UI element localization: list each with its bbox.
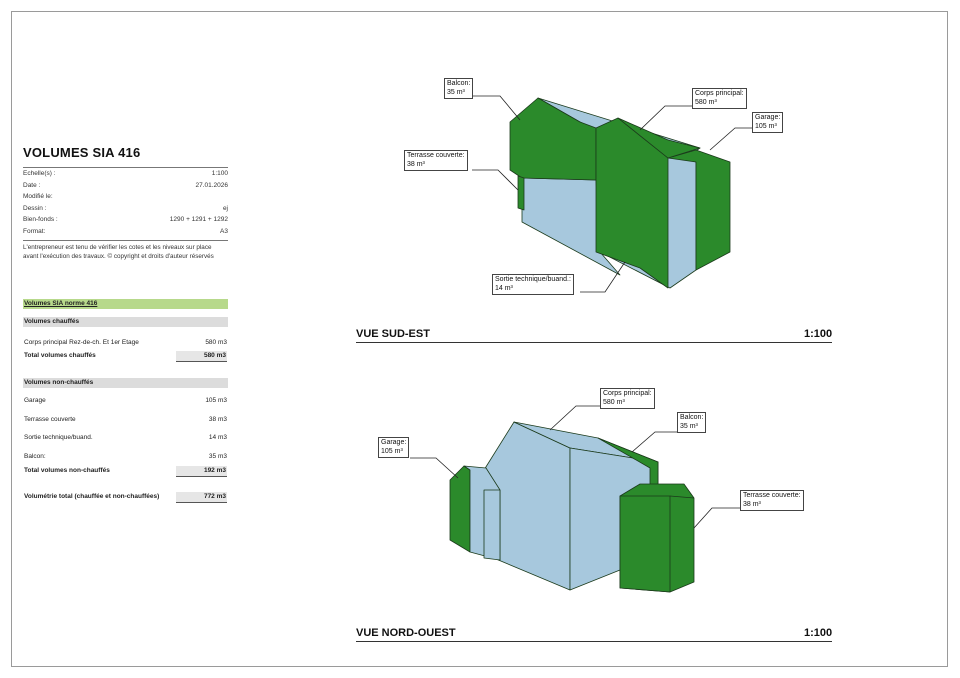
row-label: Total volumes chauffés [24, 352, 96, 360]
section-title: Volumes chauffés [24, 318, 80, 326]
meta-label: Echelle(s) : [23, 170, 56, 177]
callout-name: Sortie technique/buand.: [495, 276, 571, 283]
section-header-heated: Volumes chauffés [23, 317, 228, 328]
total-row-heated: Total volumes chauffés 580 m3 [23, 350, 228, 362]
garage-volume [449, 465, 471, 553]
callout-value: 35 m³ [680, 422, 698, 430]
callout-name: Balcon: [447, 80, 471, 87]
callout-garage: Garage:105 m³ [378, 437, 410, 458]
callout-name: Balcon: [680, 414, 704, 421]
callout-name: Corps principal: [603, 390, 652, 397]
meta-row: Bien-fonds : 1290 + 1291 + 1292 [23, 214, 228, 226]
callout-value: 38 m³ [743, 500, 761, 508]
callout-name: Garage: [755, 114, 781, 121]
view-scale-nord-ouest: 1:100 [804, 627, 833, 639]
disclaimer-text: L'entrepreneur est tenu de vérifier les … [23, 240, 228, 261]
view-underline [356, 641, 832, 642]
callout-terrasse: Terrasse couverte:38 m³ [740, 490, 804, 511]
table-row: Balcon: 35 m3 [23, 448, 228, 467]
terrasse-volume [517, 175, 525, 211]
section-title: Volumes non-chauffés [24, 379, 94, 387]
leader-lines [410, 95, 752, 529]
callout-value: 35 m³ [447, 88, 465, 96]
callout-value: 580 m³ [695, 98, 717, 106]
callout-corps-principal: Corps principal:580 m³ [692, 88, 747, 109]
title-block: Echelle(s) : 1:100 Date : 27.01.2026 Modif… [23, 167, 228, 238]
garage-front [483, 489, 501, 561]
callout-value: 105 m³ [755, 122, 777, 130]
drawing-sheet-border [11, 11, 948, 667]
callout-balcon: Balcon:35 m³ [444, 78, 474, 99]
section-header-unheated: Volumes non-chauffés [23, 378, 228, 389]
callout-value: 105 m³ [381, 447, 403, 455]
callout-sortie-technique: Sortie technique/buand.:14 m³ [492, 274, 574, 295]
table-row: Corps principal Rez-de-ch. Et 1er Etage 5… [23, 335, 228, 351]
row-label: Corps principal Rez-de-ch. Et 1er Etage [24, 339, 139, 347]
meta-row: Echelle(s) : 1:100 [23, 168, 228, 180]
callout-garage: Garage:105 m³ [752, 112, 784, 133]
row-label: Sortie technique/buand. [24, 434, 93, 442]
row-label: Terrasse couverte [24, 415, 76, 423]
meta-label: Bien-fonds : [23, 216, 58, 224]
view-underline [356, 342, 832, 343]
garage-volume [667, 149, 731, 271]
meta-label: Dessin : [23, 204, 47, 212]
callout-corps-principal: Corps principal:580 m³ [600, 388, 655, 409]
callout-balcon: Balcon:35 m³ [677, 412, 707, 433]
callout-value: 14 m³ [495, 284, 513, 292]
meta-label: Format: [23, 227, 46, 235]
callout-name: Garage: [381, 439, 407, 446]
volumes-table-header: Volumes SIA norme 416 [23, 299, 228, 309]
total-row-unheated: Total volumes non-chauffés 192 m3 [23, 465, 228, 477]
view-title-nord-ouest: VUE NORD-OUEST [356, 627, 456, 639]
meta-row: Dessin : ej [23, 203, 228, 215]
page-title: VOLUMES SIA 416 [23, 145, 141, 160]
meta-row: Format: A3 [23, 226, 228, 238]
volumes-table: Volumes SIA norme 416 Volumes chauffés C… [23, 299, 228, 503]
callout-terrasse: Terrasse couverte:38 m³ [404, 150, 468, 171]
row-label: Volumétrie total (chauffée et non-chauff… [24, 493, 160, 501]
meta-row: Modifié le: [23, 191, 228, 203]
row-label: Garage [24, 397, 46, 405]
meta-value: 1290 + 1291 + 1292 [169, 216, 228, 224]
view-nord-ouest-drawing [449, 421, 695, 593]
grand-total-row: Volumétrie total (chauffée et non-chauff… [23, 491, 228, 503]
row-value: 14 m3 [208, 434, 227, 442]
row-value: 192 m3 [176, 465, 227, 477]
row-value: 38 m3 [208, 415, 227, 423]
meta-value: ej [222, 204, 228, 212]
callout-name: Terrasse couverte: [743, 492, 801, 499]
row-value: 580 m3 [205, 339, 227, 347]
row-value: 772 m3 [176, 491, 227, 503]
view-sud-est-drawing [509, 97, 731, 289]
table-row: Terrasse couverte 38 m3 [23, 411, 228, 430]
callout-name: Corps principal: [695, 90, 744, 97]
garage-roof [617, 117, 701, 159]
row-value: 105 m3 [205, 397, 227, 405]
balcon-volume [509, 97, 597, 181]
view-title-sud-est: VUE SUD-EST [356, 328, 430, 340]
meta-row: Date : 27.01.2026 [23, 180, 228, 192]
terrasse-front [619, 495, 671, 593]
row-label: Total volumes non-chauffés [24, 467, 110, 475]
view-scale-sud-est: 1:100 [804, 328, 833, 340]
meta-value: A3 [220, 227, 228, 235]
volumes-table-title: Volumes SIA norme 416 [24, 300, 98, 307]
table-row: Sortie technique/buand. 14 m3 [23, 429, 228, 448]
meta-value: 27.01.2026 [195, 181, 228, 189]
row-value: 35 m3 [208, 452, 227, 460]
meta-label: Modifié le: [23, 193, 53, 201]
row-value: 580 m3 [176, 350, 227, 362]
terrasse-edge [669, 495, 695, 499]
callout-value: 580 m³ [603, 398, 625, 406]
meta-label: Date : [23, 181, 41, 189]
callout-name: Terrasse couverte: [407, 152, 465, 159]
meta-value: 1:100 [211, 170, 228, 177]
table-row: Garage 105 m3 [23, 392, 228, 411]
row-label: Balcon: [24, 452, 46, 460]
callout-value: 38 m³ [407, 160, 425, 168]
